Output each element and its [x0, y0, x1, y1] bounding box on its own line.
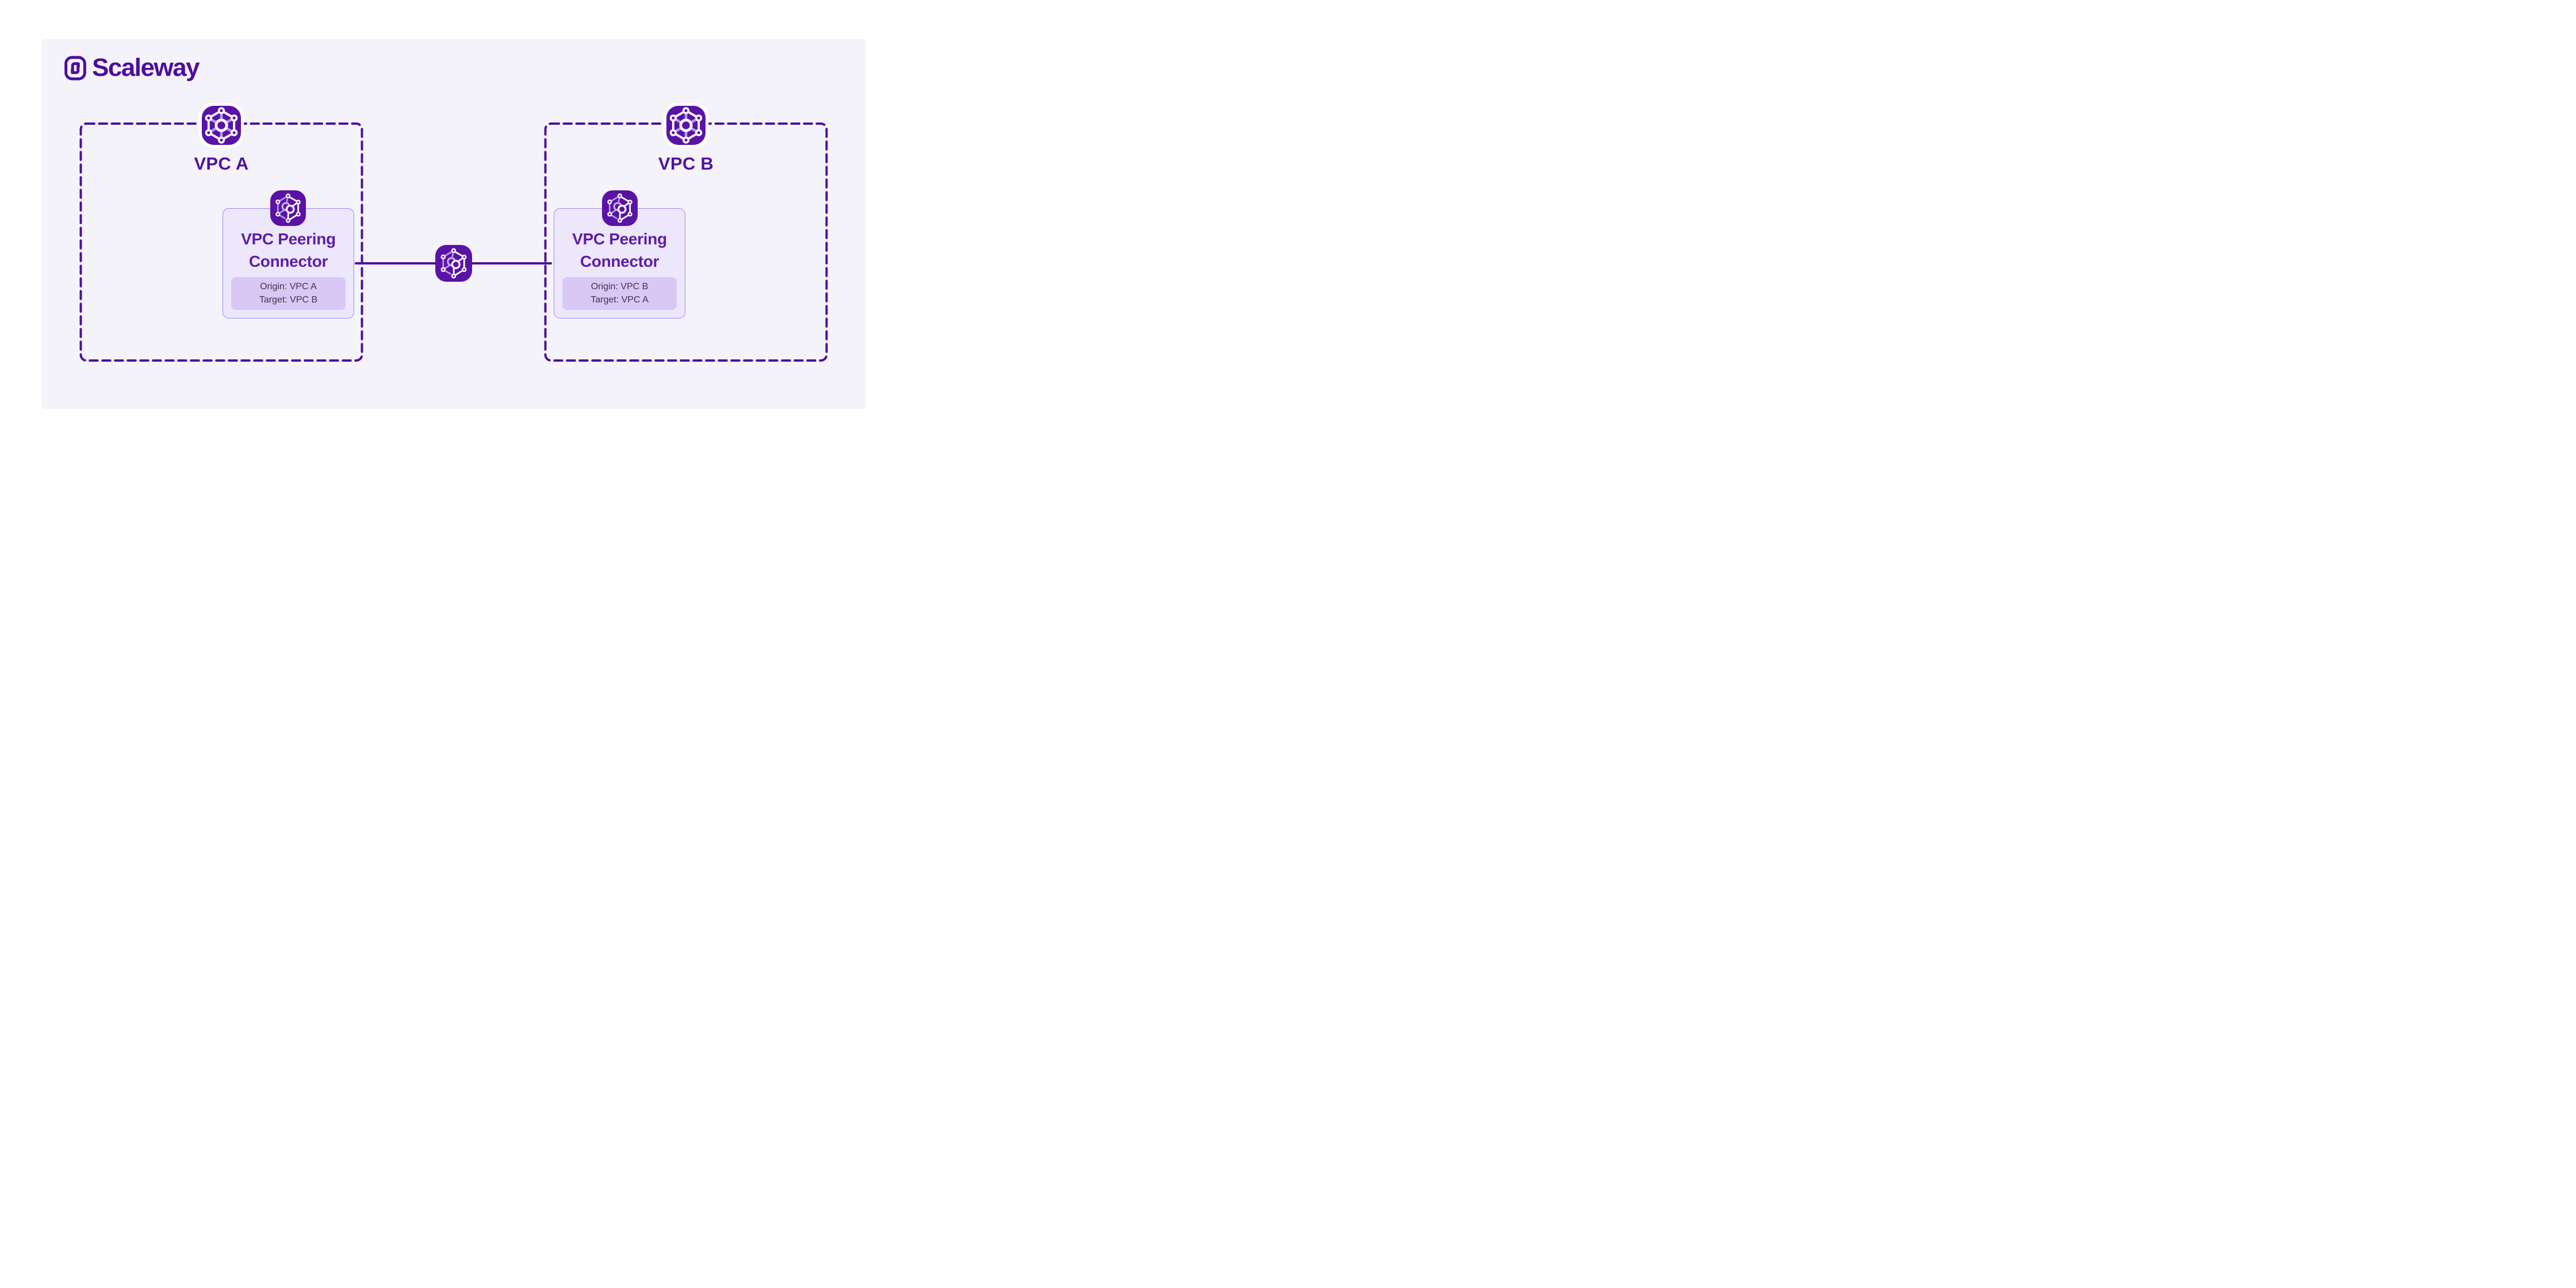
diagram-panel: [41, 39, 866, 409]
peering-detail-box: Origin: VPC A Target: VPC B: [231, 277, 346, 310]
vpc-a-peering-connector-card: VPC Peering Connector Origin: VPC A Targ…: [223, 208, 354, 319]
scaleway-logo: Scaleway: [64, 53, 200, 82]
vpc-b-label: VPC B: [658, 154, 714, 174]
card-title-line2: Connector: [580, 252, 660, 270]
card-title-line1: VPC Peering: [241, 230, 336, 248]
vpc-b-peering-connector-icon: [602, 190, 638, 226]
peering-link-icon: [435, 245, 472, 282]
vpc-a-peering-connector-icon: [270, 190, 306, 226]
target-detail: Target: VPC A: [591, 295, 649, 305]
vpc-peering-diagram: Scaleway VPC A VPC B VPC Peering Connect…: [0, 0, 902, 451]
card-title: VPC Peering Connector: [554, 228, 685, 273]
origin-detail: Origin: VPC B: [591, 282, 649, 292]
scaleway-wordmark: Scaleway: [92, 53, 200, 82]
vpc-a-label: VPC A: [194, 154, 249, 174]
peering-detail-box: Origin: VPC B Target: VPC A: [562, 277, 677, 310]
vpc-b-network-icon: [663, 102, 709, 148]
card-title-line2: Connector: [248, 252, 328, 270]
scaleway-logo-icon: [64, 55, 86, 80]
card-title-line1: VPC Peering: [572, 230, 667, 248]
target-detail: Target: VPC B: [259, 295, 318, 305]
card-title: VPC Peering Connector: [223, 228, 354, 273]
vpc-a-network-icon: [198, 102, 244, 148]
origin-detail: Origin: VPC A: [260, 282, 317, 292]
vpc-b-peering-connector-card: VPC Peering Connector Origin: VPC B Targ…: [554, 208, 685, 319]
